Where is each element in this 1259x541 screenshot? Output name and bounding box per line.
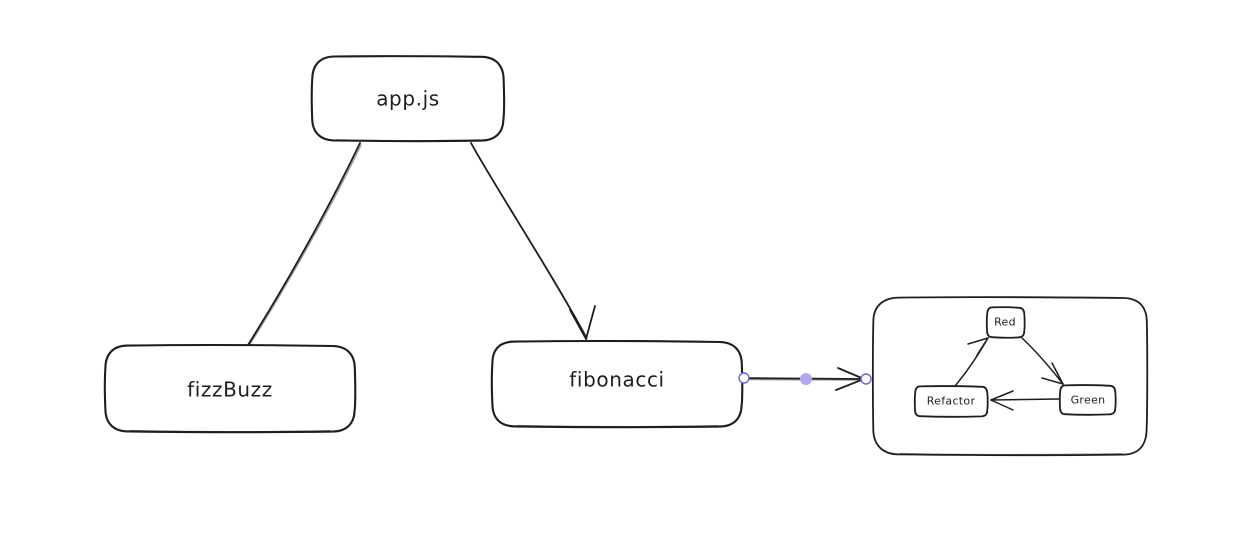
- edge-app-to-fizzbuzz[interactable]: [247, 142, 362, 347]
- node-label-green: Green: [1071, 394, 1106, 407]
- node-app-js[interactable]: app.js: [310, 55, 506, 143]
- arrowhead-icon: [990, 390, 1014, 411]
- arrowhead-icon: [835, 367, 865, 391]
- node-label-red: Red: [994, 316, 1016, 329]
- node-red[interactable]: Red: [985, 306, 1026, 339]
- edge-refactor-to-red[interactable]: [954, 337, 989, 387]
- edge-start-handle[interactable]: [738, 372, 750, 384]
- edge-red-to-green[interactable]: [1021, 337, 1064, 385]
- node-green[interactable]: Green: [1058, 384, 1117, 416]
- edge-selection-handles[interactable]: [738, 372, 872, 385]
- arrowhead-icon: [967, 337, 989, 356]
- node-label-fibonacci: fibonacci: [569, 368, 664, 392]
- node-label-app-js: app.js: [376, 87, 440, 111]
- edge-midpoint-handle[interactable]: [800, 373, 812, 385]
- arrowhead-icon: [1041, 362, 1064, 385]
- edge-end-handle[interactable]: [860, 373, 872, 385]
- edge-app-to-fibonacci[interactable]: [470, 142, 596, 340]
- node-fibonacci[interactable]: fibonacci: [490, 339, 744, 429]
- node-refactor[interactable]: Refactor: [913, 385, 989, 418]
- edge-green-to-refactor[interactable]: [990, 390, 1060, 411]
- arrowhead-icon: [569, 305, 596, 340]
- node-label-refactor: Refactor: [927, 395, 976, 408]
- node-fizzbuzz[interactable]: fizzBuzz: [103, 343, 357, 434]
- node-label-fizzbuzz: fizzBuzz: [187, 378, 273, 402]
